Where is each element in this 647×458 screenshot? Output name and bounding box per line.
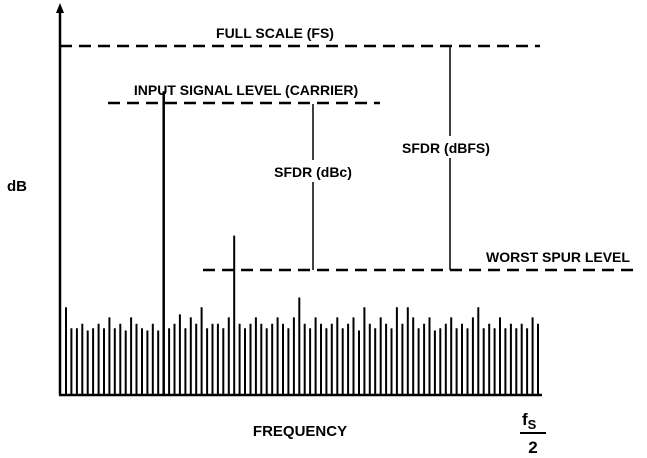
full-scale-label: FULL SCALE (FS) [216, 25, 334, 41]
fs-denominator: 2 [528, 438, 537, 457]
x-axis-label: FREQUENCY [253, 423, 347, 440]
fs-letter: f [522, 410, 528, 429]
sfdr-dbfs-label-bg [390, 136, 502, 158]
sfdr-dbc-label-bg [264, 160, 362, 182]
fs-subscript: S [528, 417, 537, 432]
sfdr-dbfs-label: SFDR (dBFS) [402, 140, 490, 156]
spectrum-bars [65, 91, 539, 395]
input-signal-label: INPUT SIGNAL LEVEL (CARRIER) [134, 82, 358, 98]
y-axis-arrow [56, 3, 64, 13]
sfdr-dbc-label: SFDR (dBc) [274, 164, 352, 180]
worst-spur-label: WORST SPUR LEVEL [486, 249, 630, 265]
fs-symbol: fS [522, 410, 537, 432]
y-axis-label: dB [7, 178, 27, 195]
